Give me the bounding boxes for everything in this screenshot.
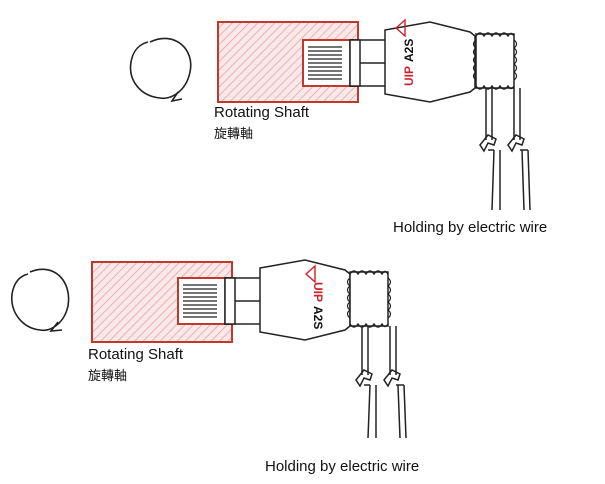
brand-group: UIP A2S <box>304 264 325 329</box>
rotation-arrow-icon <box>11 268 70 332</box>
model-label: A2S <box>311 306 325 329</box>
connector-body <box>384 21 476 103</box>
coil-bottom-scallop <box>349 322 389 328</box>
connector-neck <box>224 277 262 325</box>
coil-right-scallop <box>513 39 518 81</box>
shaft-label-zh: 旋轉軸 <box>214 127 253 142</box>
shaft-label: Rotating Shaft <box>214 104 310 121</box>
brand-group: UIP A2S <box>394 18 416 86</box>
caption: Holding by electric wire <box>265 458 419 475</box>
shaft-label-zh: 旋轉軸 <box>88 369 127 384</box>
triangle-logo-icon <box>394 18 406 38</box>
brand-mark: UIP <box>311 282 325 302</box>
electric-wires <box>479 88 531 211</box>
rotation-arrow-icon <box>129 37 192 103</box>
coil-bottom-scallop <box>475 84 515 90</box>
connector-neck <box>349 39 387 87</box>
coil-top-scallop <box>475 32 515 38</box>
coil-left-scallop <box>472 39 477 81</box>
coil-right-scallop <box>387 277 392 319</box>
diagram-top: UIP A2S Rotating Shaft 旋轉軸 <box>129 18 547 236</box>
model-label: A2S <box>402 39 416 62</box>
coil-left-scallop <box>346 277 351 319</box>
electric-wires <box>355 326 407 439</box>
triangle-logo-icon <box>304 264 316 284</box>
coil-housing <box>349 271 389 327</box>
caption: Holding by electric wire <box>393 219 547 236</box>
coil-top-scallop <box>349 270 389 276</box>
connector-body <box>259 259 351 341</box>
coil-housing <box>475 33 515 89</box>
diagram-bottom: UIP A2S Rotating Shaft 旋轉軸 Holding by el… <box>11 259 419 475</box>
brand-mark: UIP <box>402 66 416 86</box>
rotor-lines <box>183 284 217 318</box>
rotor-lines <box>308 46 342 80</box>
shaft-label: Rotating Shaft <box>88 346 184 363</box>
